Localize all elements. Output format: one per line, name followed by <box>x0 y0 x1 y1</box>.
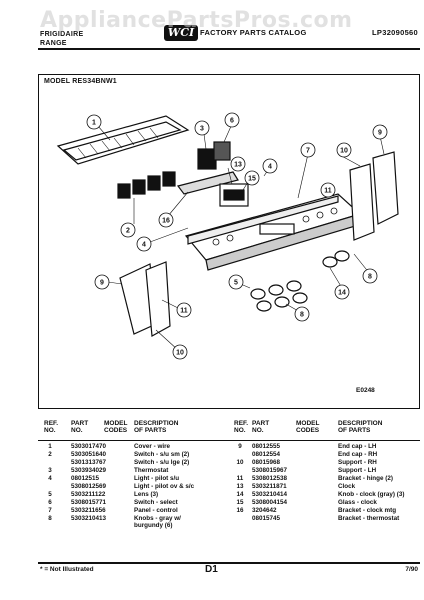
callout-11b: 11 <box>176 302 192 318</box>
callout-11a: 11 <box>320 182 336 198</box>
callout-10a: 10 <box>336 142 352 158</box>
callout-7: 7 <box>300 142 316 158</box>
revision-date: 7/90 <box>405 566 418 573</box>
callout-15: 15 <box>244 170 260 186</box>
product-type: RANGE <box>40 40 67 47</box>
header-ref-no: REF. NO. <box>44 420 59 434</box>
callout-14: 14 <box>334 284 350 300</box>
svg-text:16: 16 <box>162 218 170 225</box>
callout-2: 2 <box>120 222 136 238</box>
catalog-code: LP32090560 <box>372 28 418 37</box>
svg-text:10: 10 <box>340 148 348 155</box>
table-header-rule <box>38 440 420 441</box>
callout-4a: 4 <box>262 158 278 174</box>
not-illustrated-note: * = Not Illustrated <box>40 566 94 573</box>
svg-text:7: 7 <box>306 148 310 155</box>
callout-1: 1 <box>86 114 102 130</box>
cover-wire-drawing <box>56 115 190 165</box>
parts-table-header: REF. NO. PART NO. MODEL CODES DESCRIPTIO… <box>38 418 420 440</box>
callout-3: 3 <box>194 120 210 136</box>
svg-text:8: 8 <box>300 312 304 319</box>
clock-drawing <box>176 171 249 207</box>
svg-text:9: 9 <box>378 130 382 137</box>
catalog-title: FACTORY PARTS CATALOG <box>200 28 307 37</box>
brand-name: FRIGIDAIRE <box>40 31 84 38</box>
callout-8: 8 <box>294 306 310 322</box>
exploded-parts-diagram: 1 2 3 4 4 5 6 7 8 8 9 9 10 10 11 11 13 1… <box>38 74 420 409</box>
header-part-no: PART NO. <box>71 420 89 434</box>
diagram-drawing: 1 2 3 4 4 5 6 7 8 8 9 9 10 10 11 11 13 1… <box>56 112 399 360</box>
callout-6: 6 <box>224 112 240 128</box>
svg-text:5: 5 <box>234 280 238 287</box>
svg-text:14: 14 <box>338 290 346 297</box>
header-description: DESCRIPTION OF PARTS <box>134 420 179 434</box>
callout-16: 16 <box>158 212 174 228</box>
model-number: MODEL RES34BNW1 <box>44 78 117 85</box>
callout-9a: 9 <box>372 124 388 140</box>
callout-5: 5 <box>228 274 244 290</box>
svg-text:13: 13 <box>234 162 242 169</box>
support-drawing <box>145 163 375 337</box>
header-ref-no-2: REF. NO. <box>234 420 249 434</box>
header-model-codes: MODEL CODES <box>104 420 128 434</box>
callout-13: 13 <box>230 156 246 172</box>
svg-text:11: 11 <box>324 188 332 195</box>
switch-drawing <box>117 171 176 199</box>
svg-text:8: 8 <box>368 274 372 281</box>
header-rule <box>38 48 420 50</box>
callout-4b: 4 <box>136 236 152 252</box>
header-brand-block: FRIGIDAIRE RANGE <box>40 30 83 48</box>
header-part-no-2: PART NO. <box>252 420 270 434</box>
header-description-2: DESCRIPTION OF PARTS <box>338 420 383 434</box>
control-panel-drawing <box>184 193 363 271</box>
diagram-frame <box>38 74 420 409</box>
diagram-code: E0248 <box>356 387 375 394</box>
svg-text:4: 4 <box>142 242 146 249</box>
svg-text:15: 15 <box>248 176 256 183</box>
callout-8b: 8 <box>362 268 378 284</box>
callout-10b: 10 <box>172 344 188 360</box>
footer-rule <box>38 562 420 564</box>
wci-logo: WCI <box>164 25 198 41</box>
header-model-codes-2: MODEL CODES <box>296 420 320 434</box>
svg-text:1: 1 <box>92 120 96 127</box>
callout-9b: 9 <box>94 274 110 290</box>
svg-text:3: 3 <box>200 126 204 133</box>
thermostat-drawing <box>197 141 231 170</box>
svg-text:4: 4 <box>268 164 272 171</box>
svg-text:6: 6 <box>230 118 234 125</box>
svg-text:2: 2 <box>126 228 130 235</box>
svg-text:9: 9 <box>100 280 104 287</box>
svg-text:11: 11 <box>180 308 188 315</box>
knob-drawing <box>250 250 350 312</box>
page-number: D1 <box>205 564 218 575</box>
svg-text:10: 10 <box>176 350 184 357</box>
